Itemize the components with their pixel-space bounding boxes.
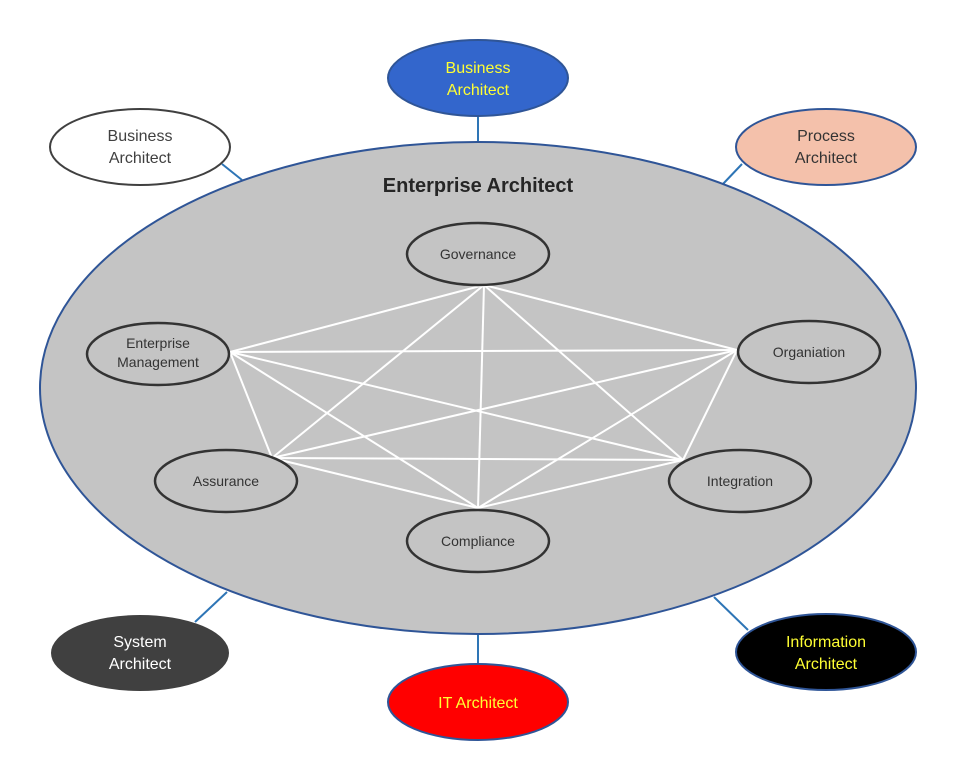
role-label-line2: Architect [109,150,172,167]
role-business-architect-top: Business Architect [387,39,569,117]
role-label-line1: Information [786,634,866,651]
node-compliance: Compliance [405,508,551,574]
mesh-line [229,351,684,461]
role-label-line2: Architect [795,656,858,673]
role-system-architect: System Architect [51,615,229,691]
connector-business-left [221,163,243,181]
mesh-line [229,351,273,459]
role-label-line1: Process [797,128,855,145]
outer-roles: Business Architect Process Architect Inf… [49,39,917,741]
node-label: Compliance [441,533,515,549]
mesh-line [477,349,738,509]
mesh-line [229,284,485,353]
mesh-line [271,457,684,461]
mesh-line [271,349,738,459]
role-information-architect: Information Architect [735,613,917,691]
connector-process [721,163,743,186]
enterprise-architect-ellipse [39,141,917,635]
role-label-line1: Business [108,128,173,145]
node-organiation: Organiation [736,319,882,385]
mesh-line [483,284,738,351]
node-integration: Integration [667,448,813,514]
node-enterprise-management: Enterprise Management [85,321,231,387]
node-label: Assurance [193,473,259,489]
connector-system [194,591,228,623]
node-label-line2: Management [117,354,199,370]
connector-information [713,596,749,631]
node-governance: Governance [405,221,551,287]
mesh-line [229,351,479,509]
role-connectors [194,116,749,664]
role-label-line1: System [113,634,166,651]
role-label-line1: Business [446,60,511,77]
discipline-mesh [229,284,738,509]
role-label-line2: Architect [447,82,510,99]
mesh-line [483,284,684,461]
role-label-line2: Architect [109,656,172,673]
discipline-nodes: Governance Organiation Integration Compl… [85,221,882,574]
mesh-line [229,349,738,353]
role-label: IT Architect [438,695,518,712]
enterprise-architect-title: Enterprise Architect [383,175,574,197]
role-it-architect: IT Architect [387,663,569,741]
node-label: Integration [707,473,773,489]
role-label-line2: Architect [795,150,858,167]
mesh-line [682,349,738,461]
node-label: Organiation [773,344,845,360]
node-label-line1: Enterprise [126,335,190,351]
node-assurance: Assurance [153,448,299,514]
mesh-line [271,457,479,509]
mesh-line [271,284,485,459]
mesh-line [477,284,485,509]
mesh-line [477,459,684,509]
role-business-architect-left: Business Architect [49,108,231,186]
node-label: Governance [440,246,516,262]
role-process-architect: Process Architect [735,108,917,186]
